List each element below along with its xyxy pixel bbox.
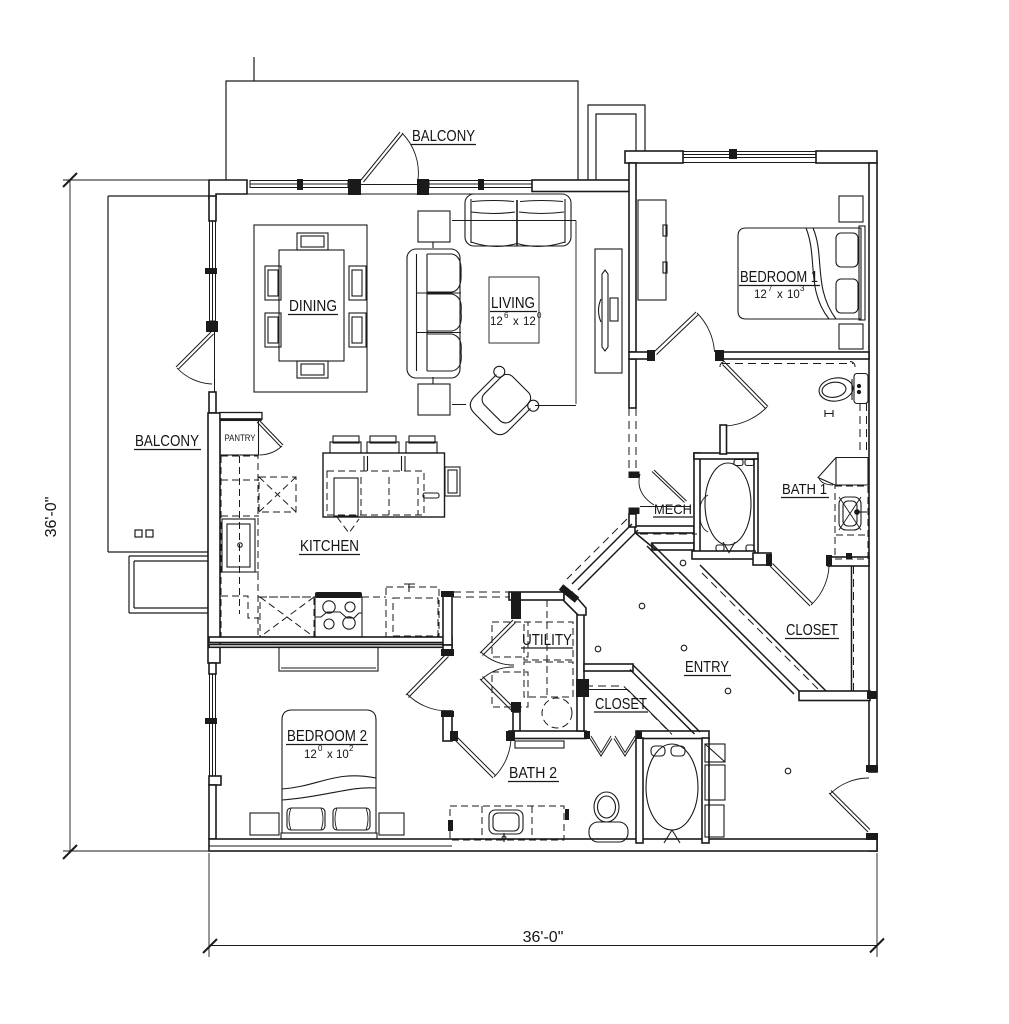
svg-text:BATH 1: BATH 1 — [782, 481, 827, 498]
svg-text:x: x — [513, 316, 519, 328]
svg-text:ENTRY: ENTRY — [685, 659, 729, 676]
svg-text:MECH: MECH — [654, 501, 692, 517]
svg-text:0: 0 — [318, 744, 323, 753]
svg-text:12: 12 — [754, 289, 767, 301]
svg-text:6: 6 — [504, 311, 509, 320]
svg-text:DINING: DINING — [289, 298, 337, 315]
svg-text:BALCONY: BALCONY — [412, 128, 475, 145]
svg-text:12: 12 — [490, 316, 503, 328]
svg-text:x: x — [777, 289, 783, 301]
svg-text:LIVING: LIVING — [491, 295, 535, 312]
svg-text:CLOSET: CLOSET — [595, 696, 647, 713]
svg-text:CLOSET: CLOSET — [786, 622, 838, 639]
svg-text:KITCHEN: KITCHEN — [300, 538, 359, 555]
svg-text:UTILITY: UTILITY — [522, 632, 572, 649]
svg-text:12: 12 — [523, 316, 536, 328]
svg-text:PANTRY: PANTRY — [225, 433, 256, 443]
svg-text:10: 10 — [336, 749, 349, 761]
svg-text:36'-0": 36'-0" — [43, 497, 60, 538]
svg-text:2: 2 — [349, 744, 354, 753]
svg-text:BATH 2: BATH 2 — [509, 765, 557, 782]
svg-text:3: 3 — [800, 284, 805, 293]
svg-text:36'-0": 36'-0" — [523, 929, 564, 946]
svg-text:0: 0 — [537, 311, 542, 320]
svg-text:BEDROOM 1: BEDROOM 1 — [740, 269, 818, 286]
svg-text:BEDROOM 2: BEDROOM 2 — [287, 728, 367, 745]
svg-text:x: x — [327, 749, 333, 761]
svg-text:12: 12 — [304, 749, 317, 761]
svg-text:10: 10 — [787, 289, 800, 301]
svg-text:7: 7 — [768, 284, 773, 293]
svg-text:BALCONY: BALCONY — [135, 433, 199, 450]
